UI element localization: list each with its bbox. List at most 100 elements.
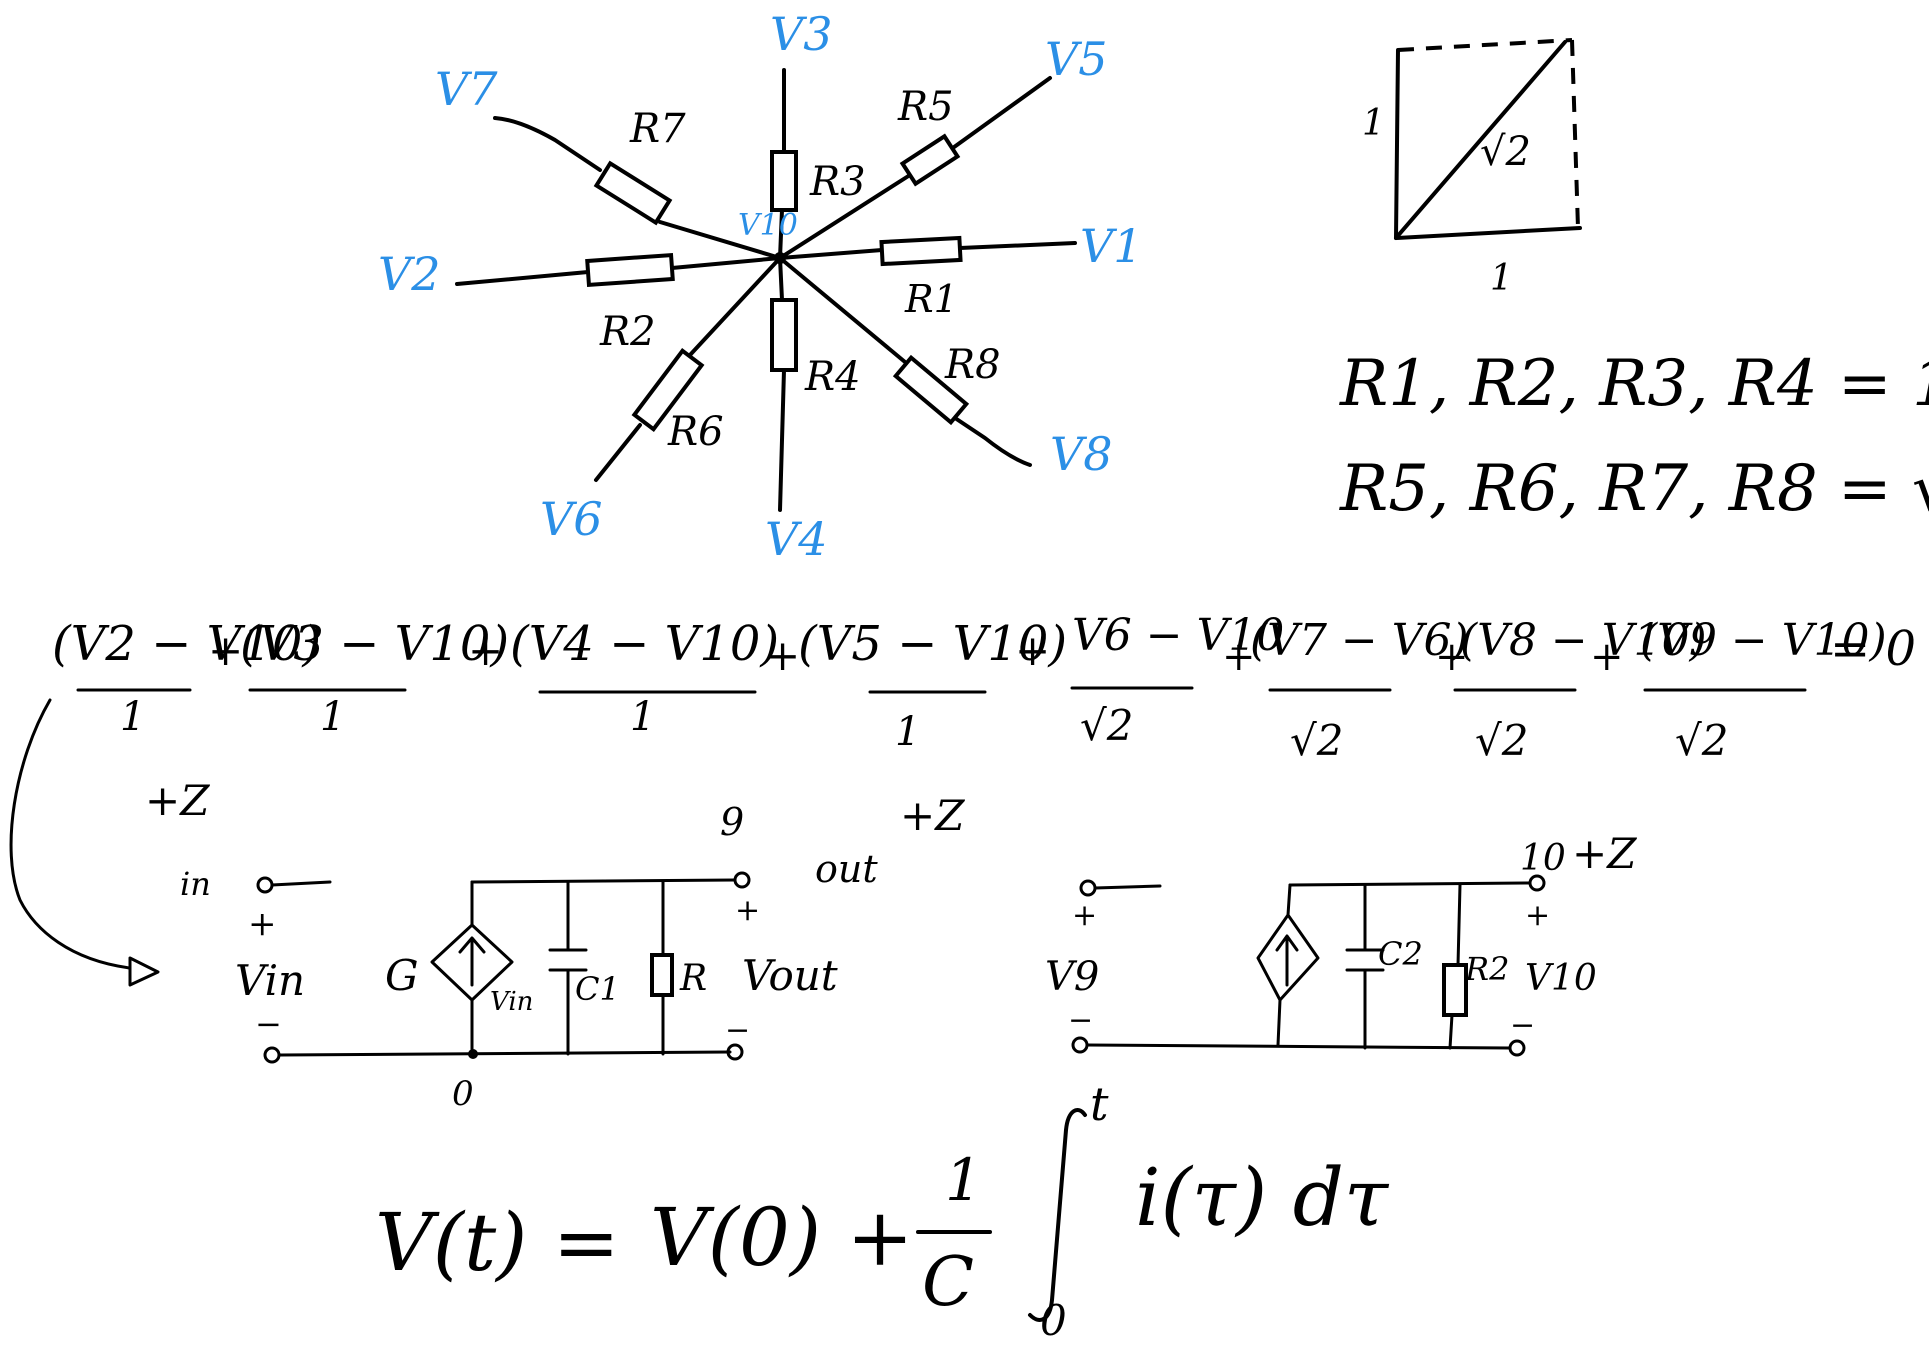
- connector-arrow-head: [128, 956, 160, 987]
- circuit2-in-plus: +: [1072, 898, 1097, 933]
- circuit1-out-prefix: +Z: [900, 791, 965, 840]
- formula-v0: V(0) +: [650, 1191, 914, 1284]
- circuit1-in-minus: −: [255, 1005, 282, 1043]
- center-node: [774, 252, 786, 264]
- kcl-plus-2: +: [468, 626, 503, 675]
- wire-v1: [778, 241, 1077, 260]
- circuit1-capacitor-plates: [548, 948, 588, 972]
- formula-frac-den: C: [922, 1243, 974, 1322]
- kcl-term-8-den: √2: [1675, 716, 1728, 765]
- circuit1-out-label: out: [815, 847, 878, 891]
- circuit1-dependent-source: [430, 923, 514, 1002]
- resistor-label-r4: R4: [804, 354, 861, 400]
- kcl-term-7-den: √2: [1475, 716, 1528, 765]
- kcl-term-5-den: √2: [1080, 701, 1133, 750]
- circuit-1: +Z in +Z out 9 0 + Vin − + − Vout G Vin …: [145, 776, 965, 1114]
- kcl-term-1-num: (V2 − V10): [52, 616, 321, 672]
- circuit1-out-minus: −: [725, 1013, 750, 1048]
- star-network: V1 V2 V3 V4 V5 V6 V7 V8 V10 R1 R2 R3 R4 …: [378, 7, 1143, 566]
- circuit1-out-bottom-terminal: [726, 1043, 744, 1061]
- circuit1-bottom-rail: [278, 1050, 732, 1057]
- circuit-2: 10 +Z + V9 − + − V10 C2 R2: [1045, 829, 1637, 1057]
- node-label-v1: V1: [1080, 219, 1143, 273]
- circuit2-in-minus: −: [1068, 1003, 1093, 1038]
- square-right-side: [1570, 39, 1580, 229]
- resistor-r8: [892, 354, 970, 426]
- circuit1-vout: Vout: [742, 951, 838, 1000]
- circuit2-cap-label: C2: [1378, 935, 1423, 973]
- node-label-v2: V2: [378, 247, 441, 301]
- kcl-plus-4: +: [1015, 626, 1050, 675]
- values-line-1: R1, R2, R3, R4 = 1: [1339, 347, 1929, 421]
- circuit2-out-bottom-terminal: [1508, 1039, 1526, 1057]
- connector-arrow: [9, 698, 132, 970]
- resistor-label-r6: R6: [667, 409, 724, 455]
- circuit2-resistor: [1442, 963, 1468, 1017]
- kcl-term-2-den: 1: [320, 694, 345, 740]
- wire-v5: [778, 76, 1052, 260]
- circuit2-vout: V10: [1525, 958, 1597, 999]
- circuit2-vin: V9: [1045, 954, 1099, 1000]
- kcl-plus-1: +: [208, 626, 243, 675]
- square-side-bottom-label: 1: [1490, 258, 1513, 299]
- square-diagonal: [1394, 40, 1567, 240]
- circuit2-capacitor-plates: [1345, 948, 1385, 972]
- circuit2-out-top-terminal: [1528, 874, 1546, 892]
- wire-v7: [493, 116, 782, 260]
- circuit2-out-minus: −: [1510, 1008, 1535, 1043]
- circuit2-source-arrow-icon: [1275, 934, 1299, 987]
- circuit2-source-wire: [1276, 883, 1292, 1047]
- resistor-r2: [585, 252, 675, 288]
- kcl-term-3-num: (V4 − V10): [510, 616, 779, 672]
- kcl-plus-3: +: [765, 631, 800, 680]
- circuit1-source-arrow-icon: [458, 936, 486, 987]
- kcl-term-6-num: (V7 − V6): [1250, 615, 1469, 666]
- circuit1-gain-label: G: [385, 951, 419, 1000]
- kcl-plus-6: +: [1435, 634, 1469, 680]
- square-top-side: [1397, 38, 1573, 52]
- circuit1-in-plus: +: [248, 904, 277, 944]
- kcl-equation: (V2 − V10) 1 + (V3 − V10) 1 + (V4 − V10)…: [52, 610, 1916, 765]
- kcl-term-7-num: (V8 − V10): [1460, 615, 1707, 666]
- resistor-r6: [631, 348, 705, 432]
- wire-v6: [594, 256, 782, 482]
- kcl-term-8-num: (V9 − V10): [1640, 615, 1887, 666]
- resistor-label-r2: R2: [599, 309, 656, 355]
- circuit1-vin: Vin: [235, 956, 305, 1005]
- circuit2-in-top-terminal: [1079, 879, 1097, 897]
- circuit2-dependent-source: [1256, 913, 1320, 1002]
- square-diagonal-label: √2: [1480, 129, 1531, 175]
- wire-v4: [778, 256, 786, 512]
- resistor-label-r5: R5: [897, 84, 954, 130]
- formula-frac-num: 1: [945, 1146, 982, 1214]
- node-label-v6: V6: [540, 492, 603, 546]
- kcl-plus-7: +: [1590, 634, 1624, 680]
- kcl-rhs: = 0: [1830, 621, 1916, 677]
- resistor-values: R1, R2, R3, R4 = 1 R5, R6, R7, R8 = √2: [1339, 347, 1929, 526]
- circuit1-top-node: 9: [720, 800, 744, 844]
- center-node-label: V10: [738, 208, 798, 243]
- capacitor-formula: V(t) = V(0) + 1 C t 0 i(τ) dτ: [375, 1077, 1390, 1345]
- resistor-r1: [879, 235, 963, 267]
- circuit2-resistor-wire: [1448, 883, 1462, 1050]
- circuit1-out-plus: +: [735, 893, 760, 928]
- circuit2-prefix: +Z: [1572, 829, 1637, 878]
- node-label-v8: V8: [1050, 427, 1113, 481]
- formula-lower-limit: 0: [1040, 1296, 1067, 1345]
- circuit2-in-top-stub: [1093, 884, 1162, 890]
- values-line-2: R5, R6, R7, R8 = √2: [1339, 452, 1929, 526]
- resistor-r4: [770, 298, 798, 372]
- formula-integrand: i(τ) dτ: [1135, 1151, 1390, 1244]
- resistor-label-r8: R8: [944, 342, 1001, 388]
- wire-v3: [778, 68, 786, 260]
- kcl-plus-5: +: [1222, 634, 1256, 680]
- circuit1-prefix: +Z: [145, 776, 210, 825]
- circuit2-in-bottom-terminal: [1071, 1036, 1089, 1054]
- circuit1-in-bottom-terminal: [263, 1046, 281, 1064]
- unit-square: 1 1 √2: [1362, 38, 1582, 299]
- wire-v2: [455, 256, 782, 286]
- formula-integral-sign: [1028, 1108, 1087, 1322]
- resistor-r5: [899, 133, 961, 187]
- wire-v8: [778, 256, 1032, 467]
